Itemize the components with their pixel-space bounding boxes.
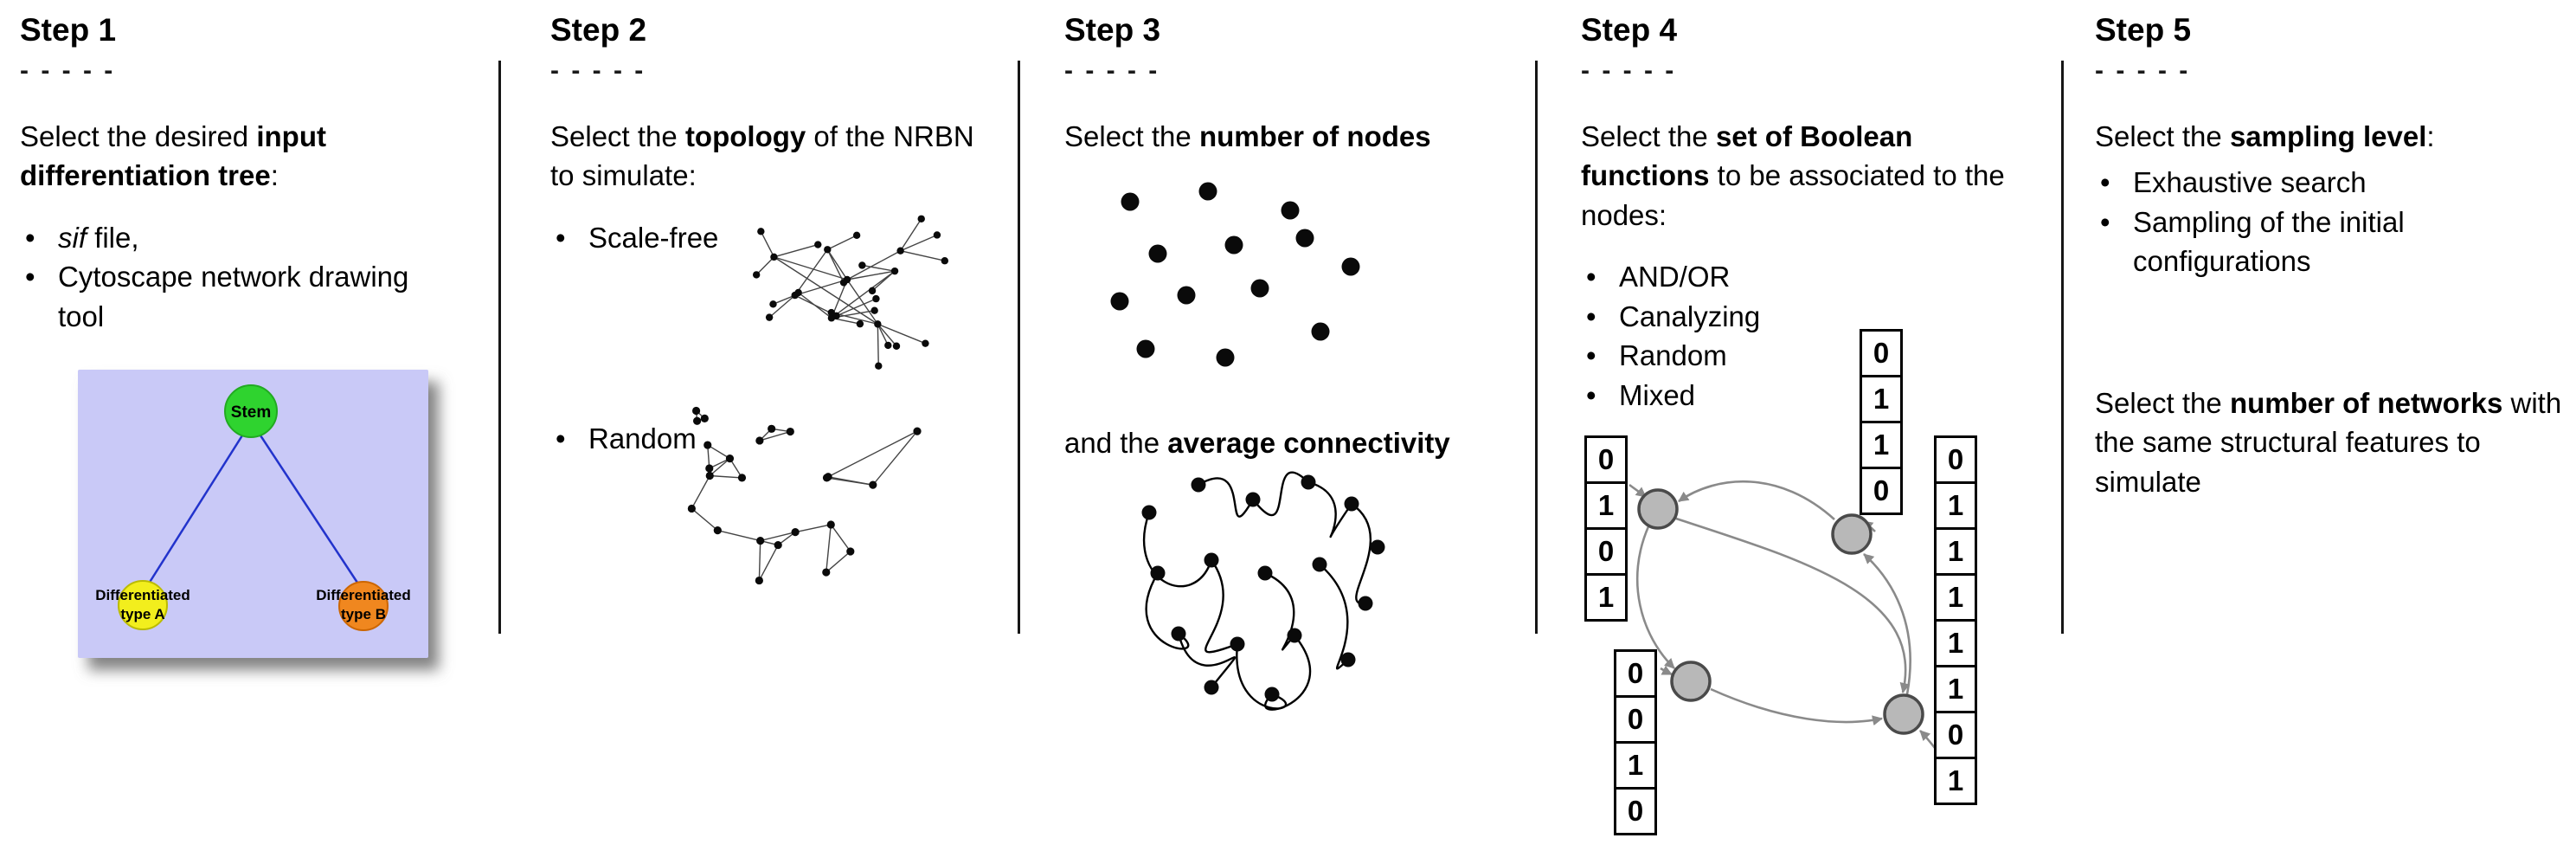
step-4-bullet-list: • AND/OR • Canalyzing • Random • Mixed: [1581, 257, 1927, 415]
network-node-a: [1637, 488, 1679, 530]
bullet-random-functions: • Random: [1581, 336, 1927, 376]
step-2-bullet-list: • Scale-free: [550, 218, 1006, 258]
truth-table-cell: 1: [1584, 481, 1628, 530]
network-node-d: [1883, 693, 1924, 735]
truth-table-cell: 0: [1614, 649, 1657, 698]
step-5-title: Step 5: [2095, 12, 2192, 48]
bullet-glyph: •: [1586, 339, 1596, 372]
column-divider-4: [2061, 61, 2064, 634]
bullet-glyph: •: [2100, 166, 2110, 199]
step-3-line1: Select the number of nodes: [1064, 119, 1431, 152]
bullet-glyph: •: [556, 221, 566, 254]
truth-table-cell: 0: [1614, 787, 1657, 835]
step-3-title: Step 3: [1064, 12, 1161, 48]
connectivity-network-image: [1141, 471, 1385, 711]
step-4-title: Step 4: [1581, 12, 1678, 48]
bullet-cytoscape: • Cytoscape network drawing tool: [20, 257, 427, 336]
bullet-glyph: •: [556, 422, 566, 455]
truth-table-cell: 1: [1614, 741, 1657, 790]
step-5-second-paragraph: Select the number of networks with the s…: [2095, 386, 2562, 498]
truth-table-cell: 1: [1934, 481, 1977, 530]
bullet-glyph: •: [1586, 300, 1596, 332]
truth-table-cell: 0: [1860, 329, 1903, 377]
column-divider-3: [1535, 61, 1538, 634]
bullet-random: • Random: [550, 419, 697, 459]
step-2-title: Step 2: [550, 12, 647, 48]
bullet-exhaustive-search: • Exhaustive search: [2095, 163, 2562, 203]
random-network-image: [687, 406, 922, 585]
truth-table-cell: 1: [1860, 421, 1903, 469]
truth-table-cell: 1: [1934, 527, 1977, 576]
step-3-panel: Step 3 - - - - - Select the number of no…: [1064, 12, 1532, 711]
truth-table-cell: 0: [1584, 527, 1628, 576]
type-b-label-line2: type B: [341, 606, 386, 622]
step-3-line2: and the average connectivity: [1064, 427, 1450, 459]
step-1-panel: Step 1 - - - - - Select the desired inpu…: [20, 12, 479, 658]
bullet-glyph: •: [25, 261, 35, 293]
network-node-c: [1670, 661, 1712, 702]
step-2-dashes: - - - - -: [550, 55, 646, 85]
truth-table-cell: 1: [1860, 375, 1903, 423]
truth-table-cell: 1: [1934, 573, 1977, 622]
bullet-mixed: • Mixed: [1581, 376, 1927, 416]
bullet-canalyzing: • Canalyzing: [1581, 297, 1927, 337]
boolean-network-graph: [1628, 480, 1946, 761]
step-4-intro: Select the set of Boolean functions to b…: [1581, 119, 2005, 231]
truth-table-cell: 0: [1934, 711, 1977, 759]
type-a-node: [118, 580, 168, 630]
bullet-glyph: •: [25, 221, 35, 254]
type-a-label-line1: Differentiated: [95, 587, 190, 603]
bullet-sampling-configurations: • Sampling of the initial configurations: [2095, 203, 2562, 281]
step-1-title: Step 1: [20, 12, 117, 48]
column-divider-1: [498, 61, 501, 634]
differentiation-tree-image: Stem Differentiated type A Differentiate…: [78, 370, 428, 658]
truth-table-bottom-left: 0 0 1 0: [1614, 649, 1657, 835]
truth-table-cell: 0: [1860, 467, 1903, 515]
step-5-intro: Select the sampling level:: [2095, 119, 2435, 152]
truth-table-cell: 1: [1934, 665, 1977, 713]
bullet-glyph: •: [1586, 261, 1596, 293]
truth-table-right: 0 1 1 1 1 1 0 1: [1934, 435, 1977, 805]
column-divider-2: [1018, 61, 1020, 634]
truth-table-cell: 1: [1934, 757, 1977, 805]
step-1-bullet-list: • sif file, • Cytoscape network drawing …: [20, 218, 427, 337]
bullet-glyph: •: [2100, 205, 2110, 238]
truth-table-left: 0 1 0 1: [1584, 435, 1628, 622]
stem-label: Stem: [231, 403, 271, 422]
step-2-intro: Select the topology of the NRBN to simul…: [550, 119, 974, 192]
nodes-dots-image: [1110, 182, 1360, 367]
step-4-panel: Step 4 - - - - - Select the set of Boole…: [1581, 12, 2059, 835]
step-5-dashes: - - - - -: [2095, 55, 2191, 85]
step-1-intro: Select the desired input differentiation…: [20, 119, 326, 192]
type-b-node: [338, 581, 389, 631]
step-2-panel: Step 2 - - - - - Select the topology of …: [550, 12, 1006, 585]
step-1-dashes: - - - - -: [20, 55, 116, 85]
stem-node: [224, 384, 278, 438]
bullet-glyph: •: [1586, 378, 1596, 411]
step-5-panel: Step 5 - - - - - Select the sampling lev…: [2095, 12, 2562, 501]
bullet-scale-free: • Scale-free: [550, 218, 1006, 258]
truth-table-cell: 1: [1934, 619, 1977, 667]
step-4-dashes: - - - - -: [1581, 55, 1677, 85]
truth-table-cell: 0: [1584, 435, 1628, 484]
sif-italic: sif: [58, 221, 87, 254]
truth-table-cell: 0: [1614, 695, 1657, 744]
step-5-bullet-list: • Exhaustive search • Sampling of the in…: [2095, 163, 2562, 281]
network-node-b: [1831, 513, 1873, 555]
bullet-and-or: • AND/OR: [1581, 257, 1927, 297]
scale-free-network-image: [752, 215, 949, 370]
type-b-label-line1: Differentiated: [316, 587, 411, 603]
boolean-network-figure: 0 1 0 1 0 1 1 0 0 0 1 0 0 1 1 1: [1581, 329, 2059, 851]
step-3-dashes: - - - - -: [1064, 55, 1160, 85]
truth-table-cell: 0: [1934, 435, 1977, 484]
type-a-label-line2: type A: [120, 606, 164, 622]
truth-table-top: 0 1 1 0: [1860, 329, 1903, 515]
truth-table-cell: 1: [1584, 573, 1628, 622]
differentiation-tree-svg: Stem Differentiated type A Differentiate…: [95, 384, 411, 631]
bullet-sif-file: • sif file,: [20, 218, 427, 258]
